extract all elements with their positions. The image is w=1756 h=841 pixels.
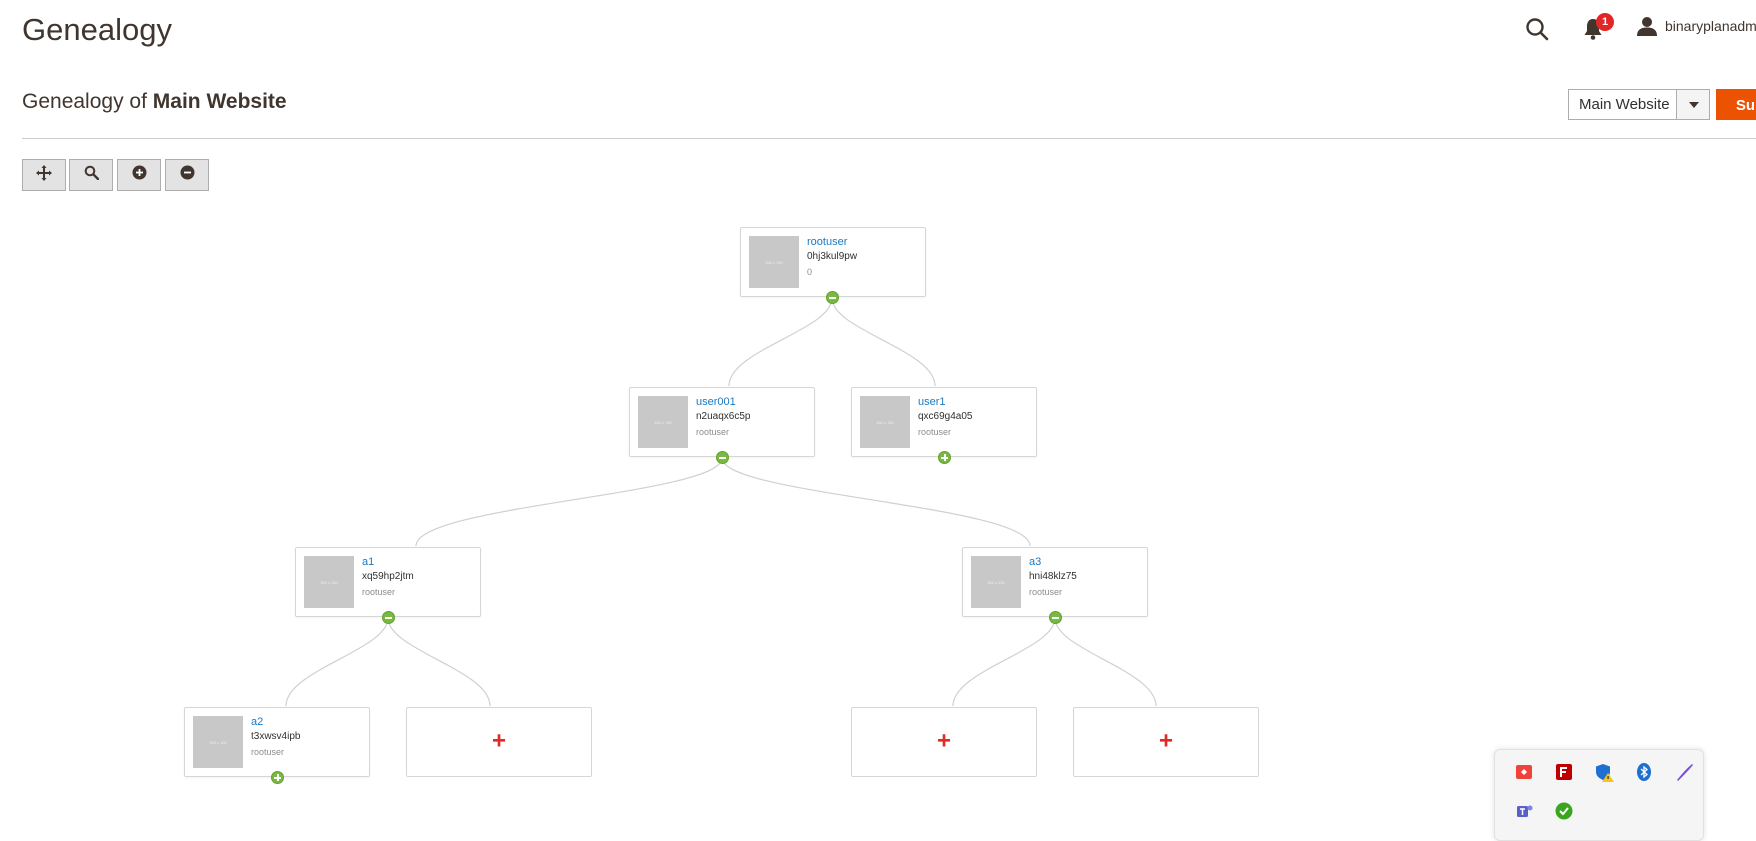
collapse-toggle-icon[interactable] xyxy=(716,451,729,464)
node-parent: rootuser xyxy=(251,747,285,757)
store-switcher-value: Main Website xyxy=(1579,96,1670,113)
node-parent: rootuser xyxy=(918,427,952,437)
node-code: qxc69g4a05 xyxy=(918,411,973,422)
pen-icon[interactable] xyxy=(1673,761,1695,783)
node-parent: 0 xyxy=(807,267,813,277)
node-name-link[interactable]: a3 xyxy=(1029,556,1042,568)
avatar-placeholder: 150 x 150 xyxy=(638,396,688,448)
collapse-toggle-icon[interactable] xyxy=(1049,611,1062,624)
anydesk-icon[interactable] xyxy=(1513,761,1535,783)
add-icon: + xyxy=(491,727,507,755)
user-icon[interactable] xyxy=(1636,15,1658,37)
bluetooth-icon[interactable] xyxy=(1633,761,1655,783)
move-icon xyxy=(36,164,52,186)
store-switcher-select[interactable]: Main Website xyxy=(1568,89,1710,120)
node-code: hni48klz75 xyxy=(1029,571,1077,582)
divider xyxy=(22,138,1756,139)
defender-warning-icon[interactable] xyxy=(1593,761,1615,783)
node-name-link[interactable]: user1 xyxy=(918,396,946,408)
username-link[interactable]: binaryplanadmi xyxy=(1665,18,1756,34)
system-tray-popup xyxy=(1494,749,1704,841)
page-title: Genealogy xyxy=(22,12,172,47)
section-title-prefix: Genealogy of xyxy=(22,90,147,113)
section-title-store: Main Website xyxy=(152,90,287,113)
node-name-link[interactable]: rootuser xyxy=(807,236,848,248)
node-name-link[interactable]: user001 xyxy=(696,396,736,408)
node-parent: rootuser xyxy=(1029,587,1063,597)
check-shield-icon[interactable] xyxy=(1553,800,1575,822)
tree-node[interactable]: 150 x 150 a3 hni48klz75 rootuser xyxy=(962,547,1148,617)
node-name-link[interactable]: a2 xyxy=(251,716,264,728)
collapse-toggle-icon[interactable] xyxy=(826,291,839,304)
node-code: xq59hp2jtm xyxy=(362,571,414,582)
zoom-in-icon xyxy=(132,165,147,185)
node-name-link[interactable]: a1 xyxy=(362,556,375,568)
add-icon: + xyxy=(1158,727,1174,755)
node-parent: rootuser xyxy=(696,427,730,437)
node-parent: rootuser xyxy=(362,587,396,597)
tree-node[interactable]: 150 x 150 rootuser 0hj3kul9pw 0 xyxy=(740,227,926,297)
teams-icon[interactable] xyxy=(1513,800,1535,822)
chevron-down-icon[interactable] xyxy=(1676,90,1709,119)
search-icon[interactable] xyxy=(1524,16,1550,42)
notification-badge: 1 xyxy=(1596,13,1614,31)
tree-node[interactable]: 150 x 150 user1 qxc69g4a05 rootuser xyxy=(851,387,1037,457)
expand-toggle-icon[interactable] xyxy=(938,451,951,464)
expand-toggle-icon[interactable] xyxy=(271,771,284,784)
search-tree-button[interactable] xyxy=(69,159,113,191)
zoom-out-icon xyxy=(180,165,195,185)
node-code: 0hj3kul9pw xyxy=(807,251,858,262)
collapse-toggle-icon[interactable] xyxy=(382,611,395,624)
avatar-placeholder: 150 x 150 xyxy=(971,556,1021,608)
add-member-slot[interactable]: + xyxy=(851,707,1037,777)
node-code: n2uaqx6c5p xyxy=(696,411,751,422)
section-title: Genealogy of Main Website xyxy=(22,90,287,114)
tree-node[interactable]: 150 x 150 a1 xq59hp2jtm rootuser xyxy=(295,547,481,617)
search-icon xyxy=(84,165,99,185)
zoom-out-button[interactable] xyxy=(165,159,209,191)
avatar-placeholder: 150 x 150 xyxy=(749,236,799,288)
filezilla-icon[interactable] xyxy=(1553,761,1575,783)
submit-button[interactable]: Sub xyxy=(1716,89,1756,120)
avatar-placeholder: 150 x 150 xyxy=(304,556,354,608)
tree-node[interactable]: 150 x 150 a2 t3xwsv4ipb rootuser xyxy=(184,707,370,777)
node-code: t3xwsv4ipb xyxy=(251,731,301,742)
avatar-placeholder: 150 x 150 xyxy=(860,396,910,448)
add-icon: + xyxy=(936,727,952,755)
tree-node[interactable]: 150 x 150 user001 n2uaqx6c5p rootuser xyxy=(629,387,815,457)
move-button[interactable] xyxy=(22,159,66,191)
avatar-placeholder: 150 x 150 xyxy=(193,716,243,768)
add-member-slot[interactable]: + xyxy=(1073,707,1259,777)
add-member-slot[interactable]: + xyxy=(406,707,592,777)
zoom-in-button[interactable] xyxy=(117,159,161,191)
